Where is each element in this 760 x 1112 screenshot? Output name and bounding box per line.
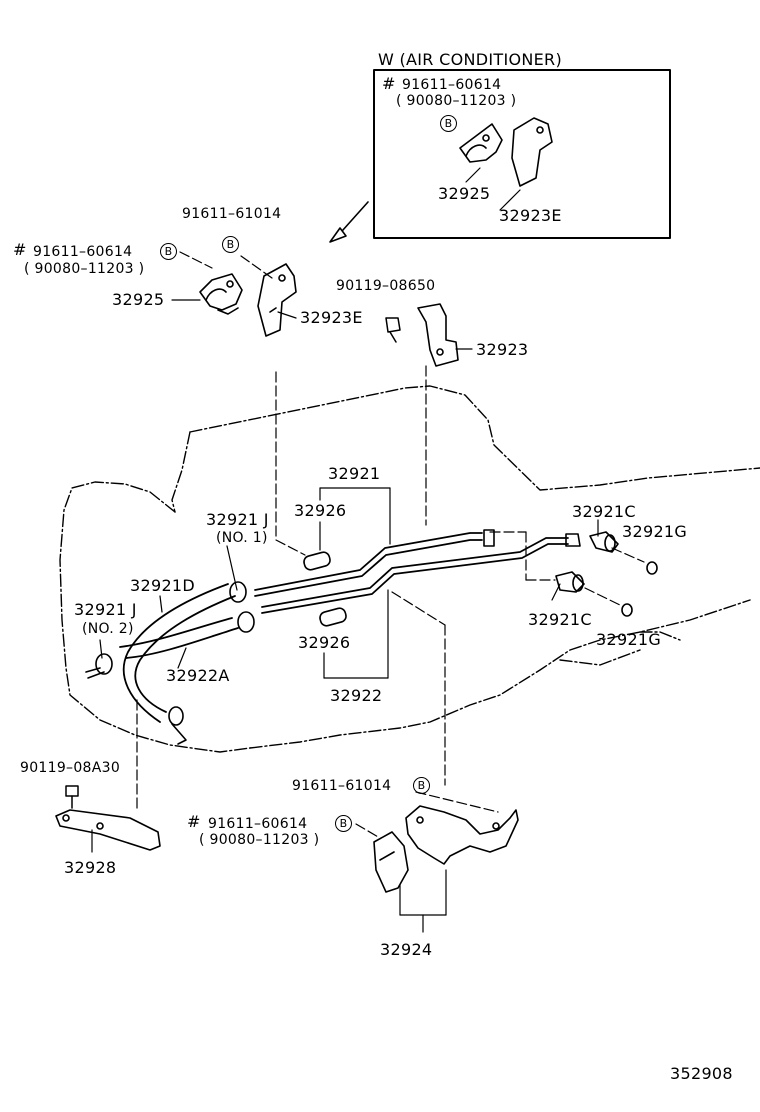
fittings [484,530,657,616]
solid-leaders [92,168,598,932]
label-32923E: 32923E [300,308,363,327]
bracket-32923 [418,304,458,366]
label-32926-top: 32926 [294,501,347,520]
label-32922: 32922 [330,686,383,705]
pipes [255,533,568,613]
ref-b-left: B [160,243,177,260]
bolt-90119-08650 [386,318,400,342]
bracket-32928 [56,810,160,850]
ref-b-bottom-left: B [335,815,352,832]
brackets-32924 [374,806,518,892]
inset-hash: # [382,74,396,93]
inset-hash-part: 91611–60614 [402,77,502,93]
inset-frame [374,70,670,238]
label-91611-61014-top: 91611–61014 [182,206,282,222]
label-hash-bottom: # [187,812,201,831]
label-32923: 32923 [476,340,529,359]
hoses [120,584,238,722]
inset-parts [460,118,552,186]
label-32921G-bottom: 32921G [596,630,662,649]
label-32921: 32921 [328,464,381,483]
sleeves-32926 [303,551,348,627]
inset-arrow [330,202,368,242]
bolt-90119-08A30 [66,786,78,808]
clamp-32921J [86,582,254,744]
label-no2: (NO. 2) [82,621,134,637]
inset-paren-part: ( 90080–11203 ) [396,93,517,109]
label-90080-11203-bottom: ( 90080–11203 ) [199,832,320,848]
label-90080-11203-left: ( 90080–11203 ) [24,261,145,277]
label-32921D: 32921D [130,576,196,595]
label-32926-bottom: 32926 [298,633,351,652]
figure-id: 352908 [670,1064,733,1083]
inset-ref-b: B [440,115,457,132]
label-91611-60614-left: 91611–60614 [33,244,133,260]
label-32921J-1: 32921 J [206,510,269,529]
label-90119-08A30: 90119–08A30 [20,760,121,776]
bracket-32923E [258,264,296,336]
label-hash-left: # [13,240,27,259]
leader-dashes [137,252,644,838]
transmission-outline [60,386,760,752]
label-32925: 32925 [112,290,165,309]
ref-b-top: B [222,236,239,253]
clamp-32925 [200,274,242,314]
label-no1: (NO. 1) [216,530,268,546]
label-91611-60614-bottom: 91611–60614 [208,816,308,832]
label-91611-61014-bottom: 91611–61014 [292,778,392,794]
label-32924: 32924 [380,940,433,959]
label-32928: 32928 [64,858,117,877]
label-32922A: 32922A [166,666,230,685]
label-32921C-top: 32921C [572,502,636,521]
label-32921C-bottom: 32921C [528,610,592,629]
inset-title: W (AIR CONDITIONER) [378,50,563,69]
label-32921J-2: 32921 J [74,600,137,619]
inset-32925: 32925 [438,184,491,203]
ref-b-bottom-right: B [413,777,430,794]
label-90119-08650: 90119–08650 [336,278,436,294]
inset-32923E: 32923E [499,206,562,225]
label-32921G-top: 32921G [622,522,688,541]
